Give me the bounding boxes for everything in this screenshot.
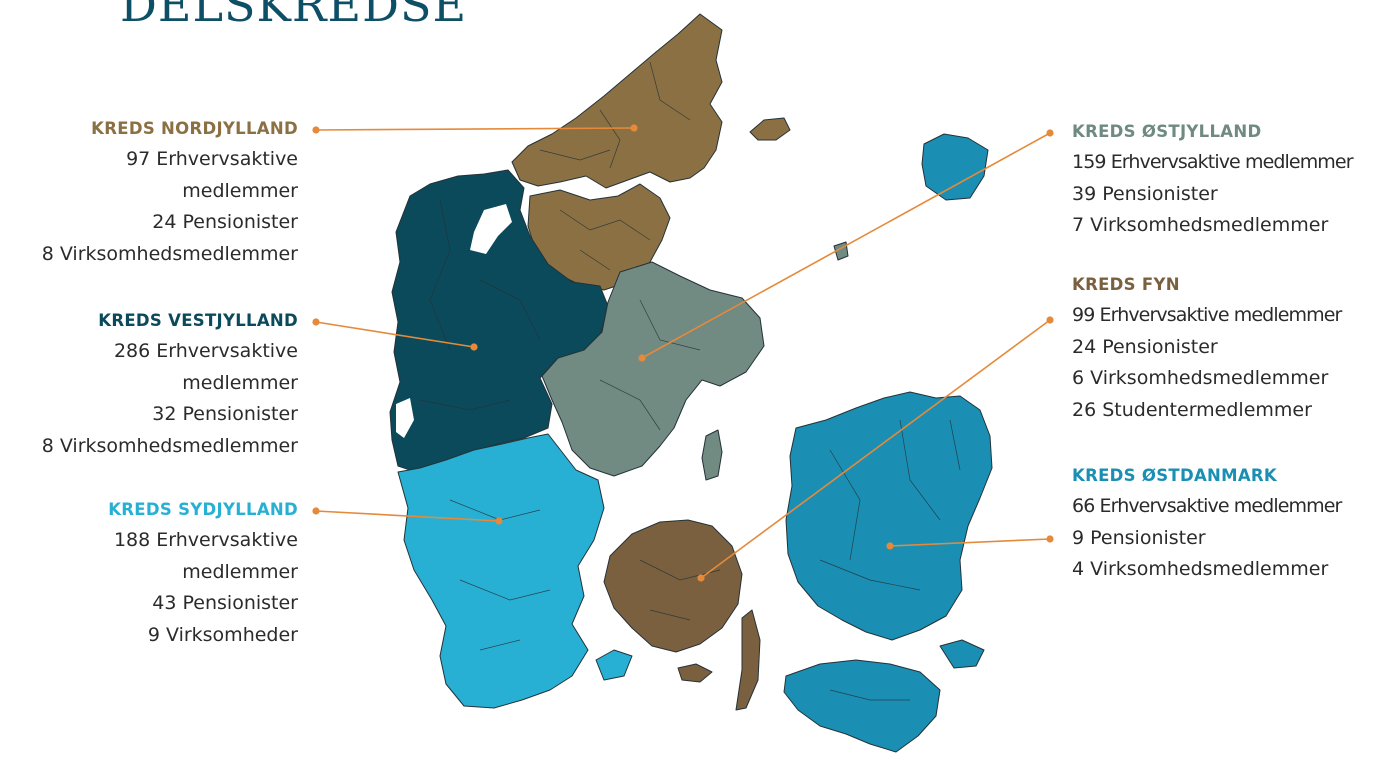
fyn-line-1: 99 Erhvervsaktive medlemmer [1072, 304, 1342, 326]
nordjylland-line-1: 97 Erhvervsaktive [126, 148, 298, 170]
label-nordjylland: KREDS NORDJYLLAND 97 Erhvervsaktive medl… [42, 114, 298, 270]
nordjylland-line-2: medlemmer [182, 179, 298, 202]
nordjylland-line-4: 8 Virksomhedsmedlemmer [41, 242, 298, 265]
region-sydjylland [397, 433, 605, 709]
ostdanmark-line-2: 9 Pensionister [1072, 526, 1206, 549]
fyn-line-3: 6 Virksomhedsmedlemmer [1072, 367, 1329, 389]
dot-nordjylland-label [312, 126, 320, 134]
sydjylland-line-2: medlemmer [182, 560, 298, 583]
leader-fyn [700, 319, 1051, 579]
dot-ostjylland-label [1046, 129, 1054, 137]
island-langeland [735, 609, 761, 711]
label-ostdanmark: KREDS ØSTDANMARK 66 Erhvervsaktive medle… [1072, 461, 1342, 586]
vestjylland-line-4: 8 Virksomhedsmedlemmer [41, 434, 298, 457]
region-ostjylland [541, 261, 765, 477]
heading-nordjylland: KREDS NORDJYLLAND [91, 119, 298, 138]
fyn-line-4: 26 Studentermedlemmer [1072, 398, 1312, 421]
ostdanmark-line-3: 4 Virksomhedsmedlemmer [1072, 558, 1329, 580]
dot-nordjylland-map [630, 124, 638, 132]
island-laeso [749, 117, 791, 141]
dot-ostdanmark-map [886, 542, 894, 550]
island-aero [677, 663, 713, 683]
island-bornholm [921, 133, 989, 201]
sydjylland-line-4: 9 Virksomheder [147, 623, 298, 646]
ostjylland-line-1: 159 Erhvervsaktive medlemmer [1072, 151, 1354, 173]
sydjylland-line-3: 43 Pensionister [152, 592, 298, 614]
ringkobing-fjord [396, 398, 414, 438]
label-vestjylland: KREDS VESTJYLLAND 286 Erhvervsaktive med… [42, 306, 298, 462]
island-als [595, 649, 633, 681]
island-lolland-falster [783, 659, 941, 753]
dot-vestjylland-map [470, 343, 478, 351]
leader-ostdanmark [889, 538, 1051, 547]
vestjylland-line-2: medlemmer [182, 371, 298, 394]
island-mon [939, 639, 985, 669]
page-title: DELSKREDSE [120, 0, 468, 32]
vestjylland-line-1: 286 Erhvervsaktive [113, 340, 298, 362]
label-ostjylland: KREDS ØSTJYLLAND 159 Erhvervsaktive medl… [1072, 117, 1354, 242]
leader-lines [312, 124, 1054, 582]
leader-ostjylland [641, 132, 1051, 359]
label-sydjylland: KREDS SYDJYLLAND 188 Erhvervsaktive medl… [108, 495, 298, 651]
dot-fyn-map [697, 574, 705, 582]
heading-sydjylland: KREDS SYDJYLLAND [108, 500, 298, 519]
leader-vestjylland [315, 321, 475, 348]
island-samso [701, 429, 723, 481]
vestjylland-line-3: 32 Pensionister [152, 403, 298, 425]
leader-sydjylland [315, 510, 500, 522]
heading-fyn: KREDS FYN [1072, 275, 1180, 294]
dot-fyn-label [1046, 316, 1054, 324]
nordjylland-line-3: 24 Pensionister [152, 211, 298, 233]
region-vestjylland [389, 169, 609, 473]
heading-ostdanmark: KREDS ØSTDANMARK [1072, 466, 1278, 485]
heading-vestjylland: KREDS VESTJYLLAND [98, 311, 298, 330]
dot-sydjylland-map [495, 517, 503, 525]
limfjord-water [470, 204, 512, 254]
heading-ostjylland: KREDS ØSTJYLLAND [1072, 122, 1262, 141]
sydjylland-line-1: 188 Erhvervsaktive [113, 529, 298, 551]
dot-ostdanmark-label [1046, 535, 1054, 543]
leader-nordjylland [315, 127, 635, 131]
dot-sydjylland-label [312, 507, 320, 515]
ostdanmark-line-1: 66 Erhvervsaktive medlemmer [1072, 495, 1342, 517]
fyn-line-2: 24 Pensionister [1072, 335, 1218, 358]
region-fyn [603, 519, 743, 653]
region-nordjylland [511, 13, 723, 189]
ostjylland-line-2: 39 Pensionister [1072, 182, 1218, 205]
label-fyn: KREDS FYN 99 Erhvervsaktive medlemmer 24… [1072, 270, 1342, 426]
ostjylland-line-3: 7 Virksomhedsmedlemmer [1072, 214, 1329, 236]
region-ostdanmark [785, 391, 993, 641]
dot-ostjylland-map [638, 354, 646, 362]
dot-vestjylland-label [312, 318, 320, 326]
